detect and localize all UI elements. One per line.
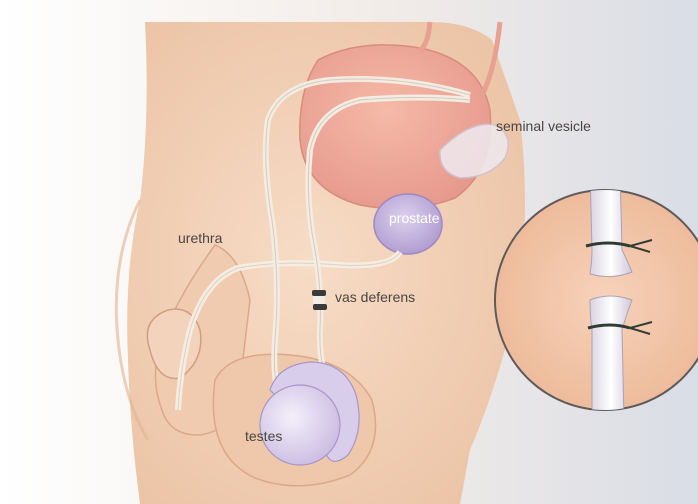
bladder [300, 45, 491, 209]
label-vas-deferens: vas deferens [335, 289, 415, 305]
label-prostate: prostate [389, 210, 440, 226]
label-testes: testes [245, 428, 282, 444]
label-seminal-vesicle: seminal vesicle [496, 118, 591, 134]
label-urethra: urethra [178, 230, 223, 246]
testis [260, 385, 340, 465]
vas-cut-marks [312, 290, 327, 310]
